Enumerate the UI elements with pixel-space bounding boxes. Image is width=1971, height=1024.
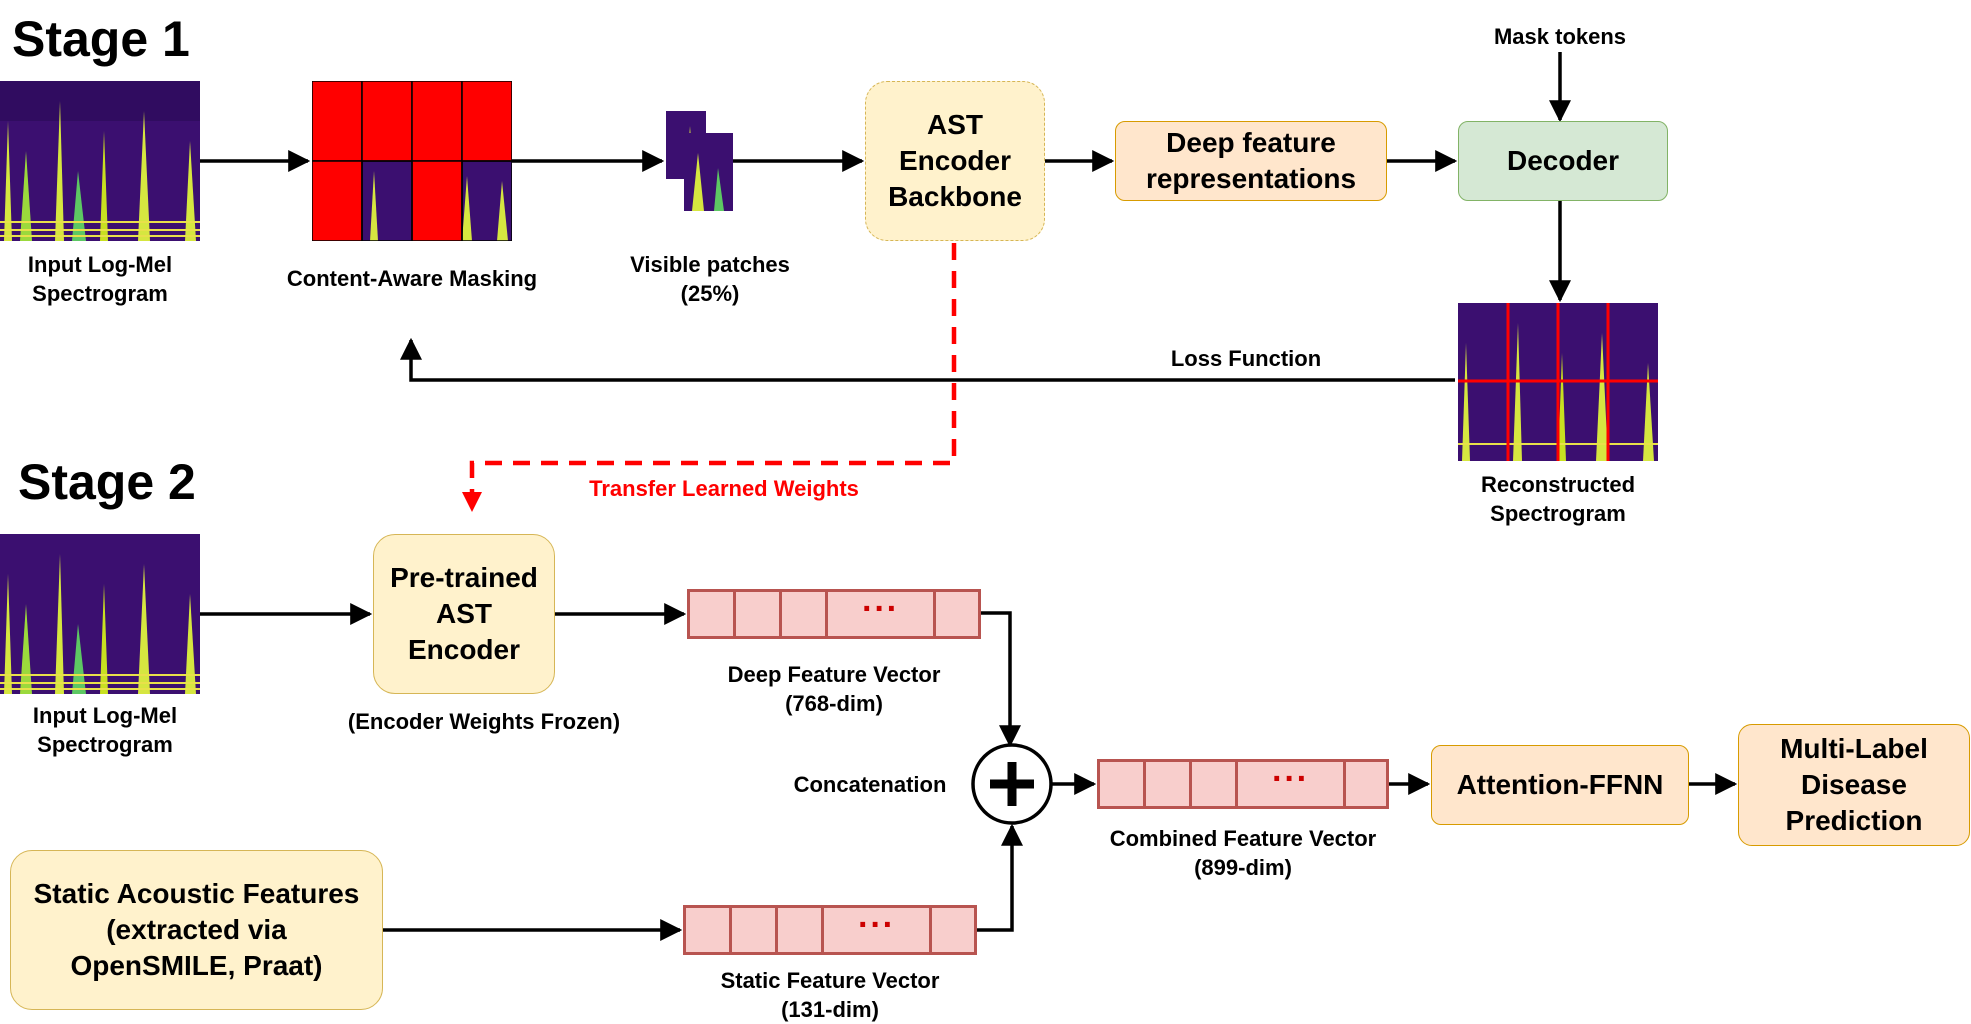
arrow-transfer-weights — [462, 243, 957, 512]
deep-feature-vector: ··· — [687, 589, 981, 639]
stage-1-title: Stage 1 — [12, 11, 190, 67]
concatenation-label: Concatenation — [793, 772, 947, 797]
combined-vec-label: Combined Feature Vector(899-dim) — [1109, 826, 1377, 880]
deep-vec-label: Deep Feature Vector(768-dim) — [727, 662, 941, 716]
transfer-weights-label: Transfer Learned Weights — [589, 476, 859, 501]
input-spectrogram-1 — [0, 81, 200, 241]
combined-feature-vector: ··· — [1097, 759, 1389, 809]
reconstructed-spectrogram — [1458, 303, 1658, 461]
static-vec-label: Static Feature Vector(131-dim) — [720, 968, 940, 1022]
visible-label: Visible patches(25%) — [630, 252, 790, 306]
arrow-loss-feedback — [400, 337, 1455, 382]
visible-patch-front — [684, 133, 733, 211]
frozen-label: (Encoder Weights Frozen) — [347, 709, 621, 734]
loss-function-label: Loss Function — [1170, 346, 1322, 371]
input-spectrogram-2 — [0, 534, 200, 694]
arrow-staticvec-to-concat — [976, 823, 1023, 932]
mask-tokens-label: Mask tokens — [1493, 24, 1627, 49]
attention-ffnn: Attention-FFNN — [1431, 745, 1689, 825]
stage-2-title: Stage 2 — [18, 454, 196, 510]
static-feature-vector: ··· — [683, 905, 977, 955]
arrow-deepvec-to-concat — [980, 611, 1021, 748]
masking-label: Content-Aware Masking — [286, 266, 538, 291]
decoder: Decoder — [1458, 121, 1668, 201]
masked-spectrogram — [312, 81, 512, 241]
